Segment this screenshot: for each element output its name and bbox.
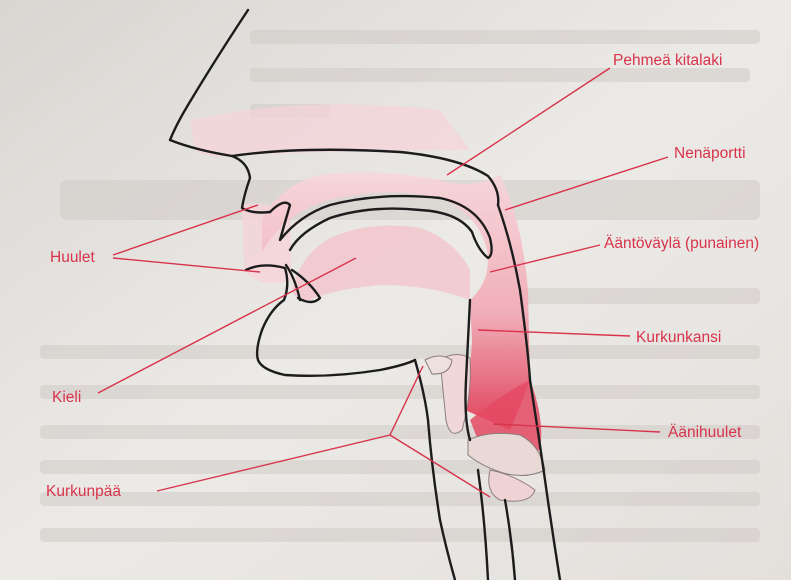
label-lips: Huulet — [50, 249, 95, 266]
label-epiglottis: Kurkunkansi — [636, 329, 721, 346]
label-soft-palate: Pehmeä kitalaki — [613, 52, 722, 69]
label-vocal-folds: Äänihuulet — [668, 424, 742, 441]
label-velum-port: Nenäportti — [674, 145, 746, 162]
label-tongue: Kieli — [52, 389, 81, 406]
label-vocal-tract: Ääntöväylä (punainen) — [604, 235, 759, 252]
label-larynx: Kurkunpää — [46, 483, 121, 500]
